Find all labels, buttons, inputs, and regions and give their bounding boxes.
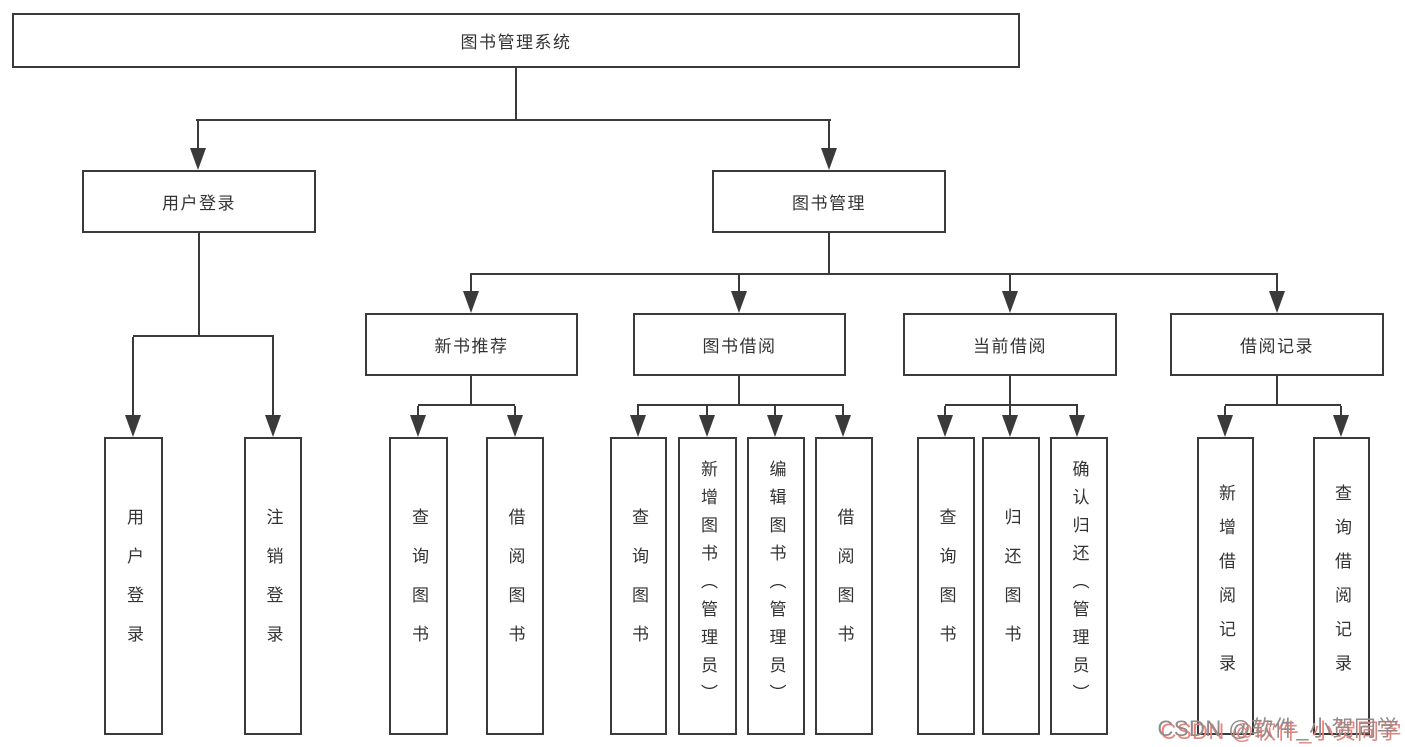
connector-line (637, 406, 639, 415)
connector-arrow (767, 415, 783, 437)
connector-line (828, 233, 830, 275)
node-root: 图书管理系统 (12, 13, 1020, 68)
connector-arrow (1217, 415, 1233, 437)
leaf-user-login: 用户登录 (104, 437, 163, 735)
connector-arrow (699, 415, 715, 437)
connector-line (197, 121, 199, 148)
leaf-query-borrow-record: 查询借阅记录 (1313, 437, 1370, 735)
connector-line (842, 406, 844, 415)
connector-arrow (265, 415, 281, 437)
connector-line (132, 337, 134, 415)
connector-arrow (731, 291, 747, 313)
csdn-watermark: CSDN @软件_小贺同学 (1157, 716, 1399, 741)
connector-line (1276, 275, 1278, 291)
connector-line (1009, 376, 1011, 405)
connector-line (738, 275, 740, 291)
node-book-management: 图书管理 (712, 170, 946, 233)
node-borrow-records: 借阅记录 (1170, 313, 1384, 376)
connector-line (514, 406, 516, 415)
connector-line (1225, 404, 1341, 406)
leaf-label: 借阅图书 (505, 508, 525, 664)
connector-line (272, 337, 274, 415)
leaf-logout: 注销登录 (244, 437, 302, 735)
connector-line (945, 404, 1078, 406)
connector-line (828, 121, 830, 148)
connector-line (470, 376, 472, 405)
connector-line (418, 404, 515, 406)
connector-line (1224, 406, 1226, 415)
connector-arrow (190, 148, 206, 170)
connector-arrow (125, 415, 141, 437)
connector-arrow (1002, 291, 1018, 313)
connector-line (470, 273, 1278, 275)
node-new-book-recommend: 新书推荐 (365, 313, 578, 376)
connector-arrow (410, 415, 426, 437)
leaf-label: 用户登录 (124, 508, 143, 664)
node-user-login: 用户登录 (82, 170, 316, 233)
connector-line (417, 406, 419, 415)
leaf-query-books-1: 查询图书 (389, 437, 448, 735)
node-book-borrow: 图书借阅 (633, 313, 846, 376)
node-current-borrow: 当前借阅 (903, 313, 1117, 376)
leaf-label: 查询图书 (629, 508, 648, 664)
leaf-label: 注销登录 (263, 508, 283, 664)
leaf-confirm-return-admin: 确认归还（管理员） (1050, 437, 1108, 735)
connector-arrow (821, 148, 837, 170)
leaf-borrow-books-1: 借阅图书 (486, 437, 544, 735)
connector-arrow (1333, 415, 1349, 437)
connector-arrow (835, 415, 851, 437)
connector-line (637, 404, 844, 406)
connector-arrow (1269, 291, 1285, 313)
connector-arrow (463, 291, 479, 313)
leaf-label: 借阅图书 (834, 508, 854, 664)
connector-arrow (937, 415, 953, 437)
connector-line (133, 335, 274, 337)
connector-line (196, 119, 831, 121)
connector-line (706, 406, 708, 415)
connector-line (1009, 406, 1011, 415)
leaf-label: 查询图书 (936, 508, 956, 664)
connector-line (198, 233, 200, 337)
leaf-query-books-3: 查询图书 (917, 437, 975, 735)
leaf-borrow-books-2: 借阅图书 (815, 437, 873, 735)
connector-arrow (1002, 415, 1018, 437)
connector-line (1076, 406, 1078, 415)
leaf-add-book-admin: 新增图书（管理员） (678, 437, 737, 735)
connector-line (738, 376, 740, 405)
connector-arrow (630, 415, 646, 437)
connector-line (944, 406, 946, 415)
leaf-label: 查询借阅记录 (1332, 484, 1351, 688)
connector-line (515, 68, 517, 120)
leaf-edit-book-admin: 编辑图书（管理员） (747, 437, 805, 735)
connector-line (1340, 406, 1342, 415)
leaf-label: 新增图书（管理员） (698, 460, 717, 712)
leaf-label: 编辑图书（管理员） (766, 460, 786, 712)
connector-line (774, 406, 776, 415)
leaf-label: 确认归还（管理员） (1069, 460, 1089, 712)
leaf-label: 查询图书 (409, 508, 428, 664)
connector-arrow (1069, 415, 1085, 437)
leaf-label: 归还图书 (1001, 508, 1021, 664)
connector-line (1276, 376, 1278, 405)
leaf-label: 新增借阅记录 (1216, 484, 1235, 688)
connector-line (1009, 275, 1011, 291)
leaf-return-book: 归还图书 (982, 437, 1040, 735)
connector-line (470, 275, 472, 291)
leaf-add-borrow-record: 新增借阅记录 (1197, 437, 1254, 735)
connector-arrow (507, 415, 523, 437)
leaf-query-books-2: 查询图书 (610, 437, 667, 735)
